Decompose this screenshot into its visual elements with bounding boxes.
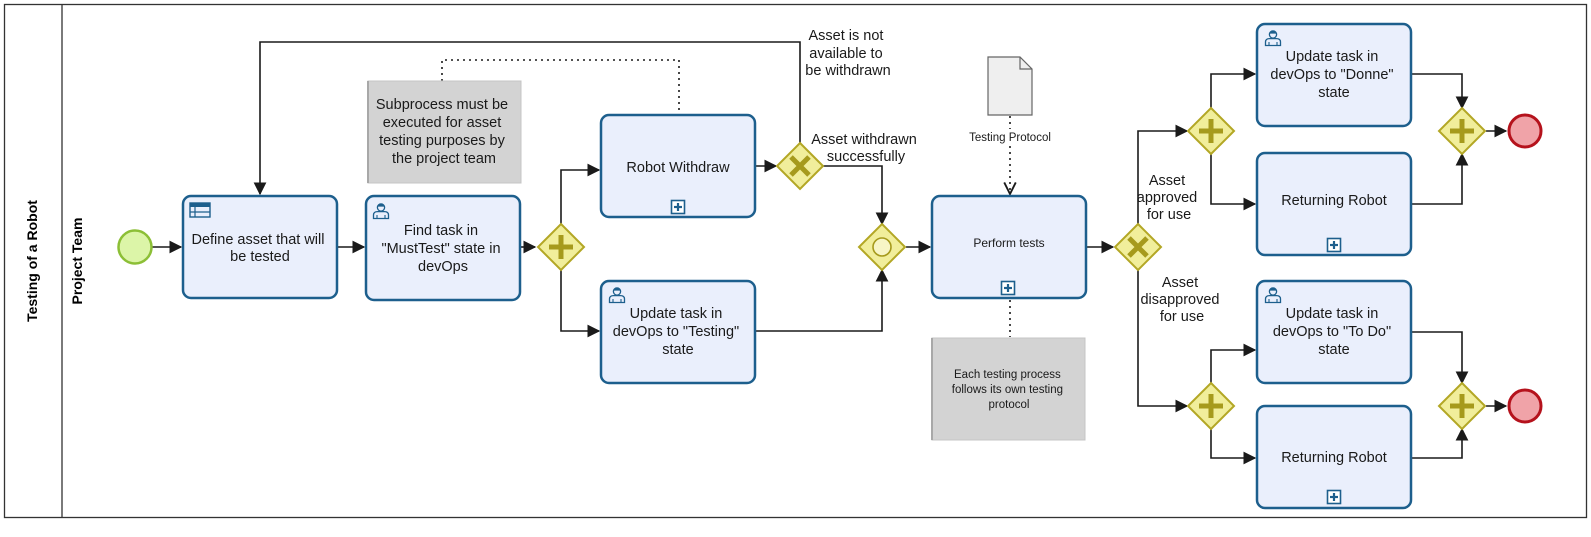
end-event-disapproved[interactable] [1507, 388, 1543, 424]
end-event-approved[interactable] [1507, 113, 1543, 149]
flow-return-top-join [1412, 152, 1469, 205]
task-update-todo[interactable]: Update task in devOps to "To Do" state [1255, 279, 1413, 385]
annotation-testing[interactable]: Each testing process follows its own tes… [931, 337, 1086, 441]
flow-not-available [253, 41, 801, 196]
flow-split-return-top [1210, 154, 1257, 211]
label-not-available: Asset is not available to be withdrawn [805, 28, 890, 79]
task-find-label: Find task in "MustTest" state in devOps [381, 223, 504, 275]
subprocess-return-top-label: Returning Robot [1281, 193, 1387, 209]
association-subprocess-note [441, 59, 680, 114]
pool-border [3, 3, 1588, 519]
merge-gateway[interactable] [857, 222, 907, 272]
subprocess-returning-robot-bottom[interactable]: Returning Robot [1255, 404, 1413, 510]
label-withdrawn: Asset withdrawn successfully [811, 132, 921, 165]
flow-return-bottom-join [1412, 427, 1469, 459]
exclusive-gateway-approval[interactable] [1113, 222, 1163, 272]
pool-label: Testing of a Robot [24, 200, 40, 322]
task-find-mustest[interactable]: Find task in "MustTest" state in devOps [364, 194, 522, 302]
label-approved: Asset approved for use [1137, 173, 1202, 223]
sequence-flows [152, 41, 1508, 465]
expand-icon[interactable] [1000, 280, 1016, 296]
task-update-donne-label: Update task in devOps to "Donne" state [1270, 49, 1397, 101]
expand-icon[interactable] [670, 199, 686, 215]
parallel-gateway-approved-join[interactable] [1437, 106, 1487, 156]
flow-split-return-bottom [1210, 429, 1257, 465]
expand-icon[interactable] [1326, 489, 1342, 505]
task-update-donne[interactable]: Update task in devOps to "Donne" state [1255, 22, 1413, 128]
task-define-label: Define asset that will be tested [191, 232, 328, 265]
annotation-subprocess-text: Subprocess must be executed for asset te… [376, 97, 512, 167]
expand-icon[interactable] [1326, 237, 1342, 253]
task-update-testing[interactable]: Update task in devOps to "Testing" state [599, 279, 757, 385]
flow-withdrawn [823, 165, 889, 226]
flow-todo-join [1412, 331, 1469, 385]
subprocess-return-bottom-label: Returning Robot [1281, 450, 1387, 466]
flow-split-done [1210, 67, 1257, 108]
label-disapproved: Asset disapproved for use [1140, 275, 1223, 325]
business-rule-icon [189, 202, 211, 218]
subprocess-withdraw-label: Robot Withdraw [626, 160, 730, 176]
data-object-label: Testing Protocol [969, 132, 1051, 144]
data-object-testing-protocol[interactable]: Testing Protocol [960, 56, 1060, 145]
flow-split-todo [1210, 343, 1257, 383]
flow-update-merge [756, 268, 889, 332]
subprocess-robot-withdraw[interactable]: Robot Withdraw [599, 113, 757, 219]
task-update-todo-label: Update task in devOps to "To Do" state [1273, 306, 1395, 358]
lane-label: Project Team [69, 218, 85, 305]
subprocess-returning-robot-top[interactable]: Returning Robot [1255, 151, 1413, 257]
exclusive-gateway-withdraw[interactable] [775, 141, 825, 191]
annotation-subprocess[interactable]: Subprocess must be executed for asset te… [367, 80, 522, 184]
flow-approved [1137, 124, 1189, 224]
task-define-asset[interactable]: Define asset that will be tested [181, 194, 339, 300]
flow-disapproved [1137, 270, 1189, 413]
subprocess-perform-label: Perform tests [973, 236, 1044, 250]
parallel-gateway-approved-split[interactable] [1186, 106, 1236, 156]
parallel-gateway-split[interactable] [536, 222, 586, 272]
subprocess-perform-tests[interactable]: Perform tests [930, 194, 1088, 300]
flow-done-join [1412, 73, 1469, 110]
parallel-gateway-disapproved-join[interactable] [1437, 381, 1487, 431]
task-update-testing-label: Update task in devOps to "Testing" state [613, 306, 743, 358]
flow-parallel-withdraw [560, 163, 601, 224]
start-event[interactable] [117, 229, 153, 265]
flow-parallel-update [560, 270, 601, 338]
parallel-gateway-disapproved-split[interactable] [1186, 381, 1236, 431]
annotation-testing-text: Each testing process follows its own tes… [952, 369, 1066, 411]
